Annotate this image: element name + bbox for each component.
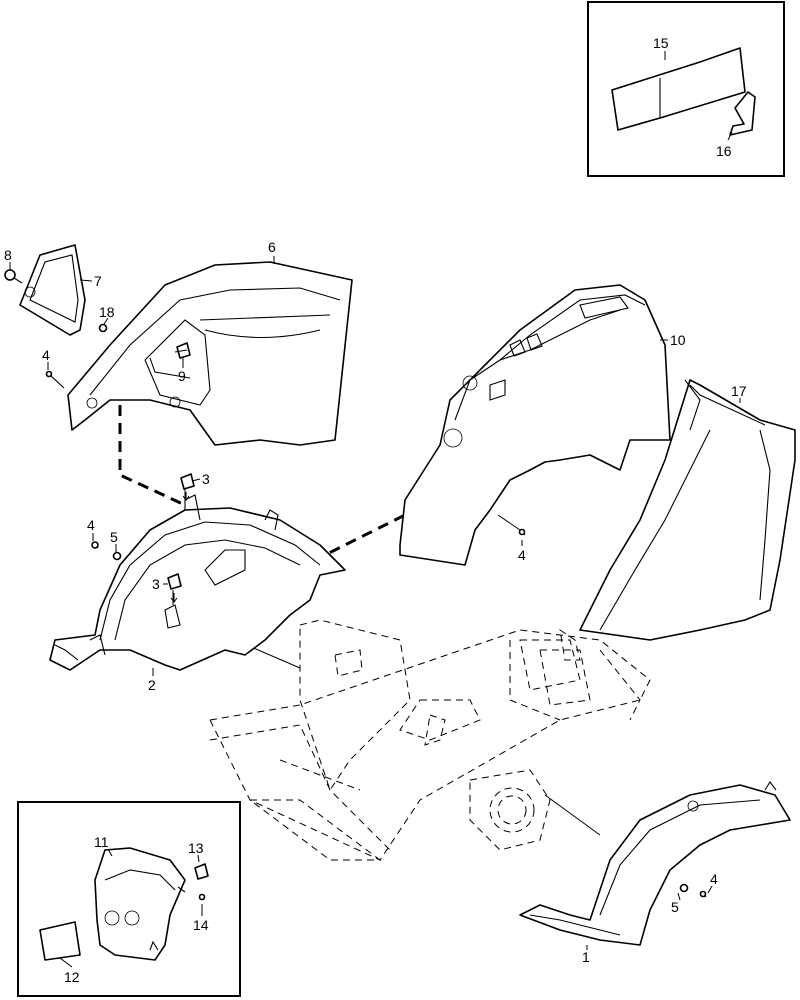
arrow-clip-upper: [182, 492, 190, 501]
part-3-clip-upper: [180, 473, 195, 490]
callout-4-lower: 4: [710, 871, 718, 887]
part-4-screw-console: [518, 528, 526, 536]
callout-7: 7: [94, 273, 102, 289]
callout-11: 11: [94, 834, 109, 850]
part-18-washer: [98, 323, 108, 333]
chassis-frame: [209, 619, 651, 861]
part-1-mudguard: [519, 781, 791, 946]
callout-labels: 6 7 8 18 9 4 3 3 4 5 2 10 17 4 1 5 4 15 …: [4, 35, 747, 985]
inset-items-15-16: [587, 1, 785, 177]
inset-items-11-14: [17, 801, 241, 997]
callout-17: 17: [731, 383, 747, 399]
callout-14: 14: [193, 917, 209, 933]
callout-2: 2: [148, 677, 156, 693]
callout-15: 15: [653, 35, 669, 51]
part-8-bolt: [4, 269, 23, 284]
leader-10-screw: [497, 514, 521, 531]
callout-12: 12: [64, 969, 80, 985]
part-4-screw-upper: [45, 370, 65, 389]
callout-4-console: 4: [518, 547, 526, 563]
alignment-line-6-2: [118, 405, 186, 507]
part-4-5-screw-washer-right: [679, 883, 707, 898]
callout-9: 9: [178, 368, 186, 384]
callout-5-lower: 5: [671, 899, 679, 915]
callout-6: 6: [268, 239, 276, 255]
callout-3-lower: 3: [152, 576, 160, 592]
arrow-clip-lower: [170, 593, 178, 603]
part-17-side-cover: [579, 379, 796, 641]
part-3-clip-lower: [167, 573, 182, 590]
callout-10: 10: [670, 332, 686, 348]
callout-13: 13: [188, 840, 204, 856]
callout-5-mid: 5: [110, 529, 118, 545]
callout-3-upper: 3: [202, 471, 210, 487]
callout-18: 18: [99, 304, 115, 320]
callout-8: 8: [4, 247, 12, 263]
leader-1-frame: [544, 794, 601, 836]
part-6-fender-panel: [67, 261, 353, 446]
callout-16: 16: [716, 143, 732, 159]
part-7-side-panel: [19, 244, 86, 336]
callout-4-upper: 4: [42, 347, 50, 363]
callout-leaders: [9, 51, 741, 968]
part-4-5-screw-washer-left: [91, 541, 122, 561]
part-10-console: [399, 284, 671, 566]
arrow-clip-9: [174, 349, 188, 353]
callout-1: 1: [582, 949, 590, 965]
callout-4-mid: 4: [87, 517, 95, 533]
